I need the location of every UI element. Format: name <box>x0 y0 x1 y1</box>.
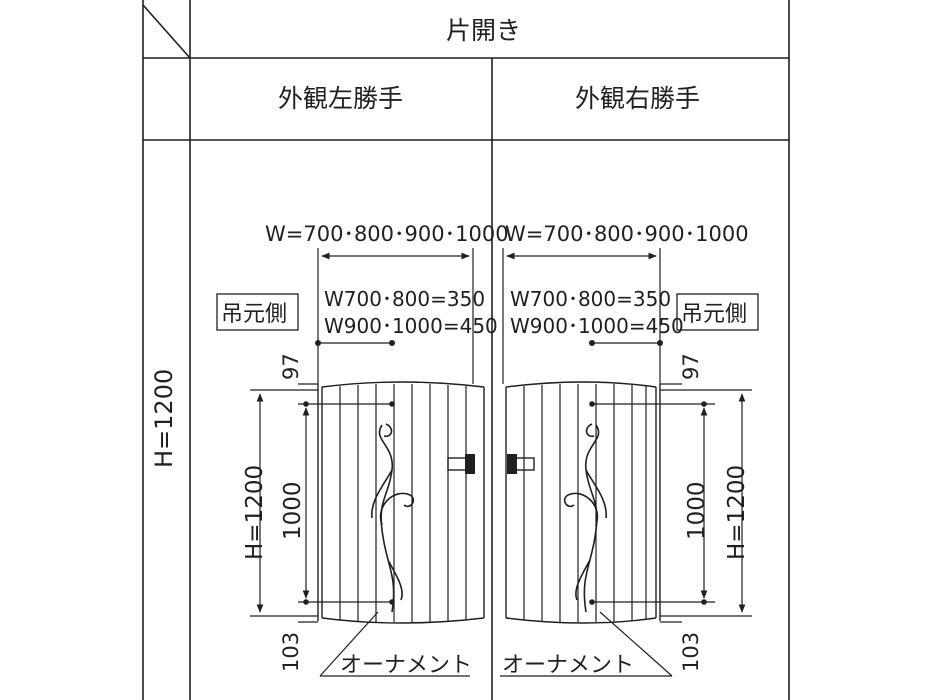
left-bottom-gap-label: 103 <box>279 632 303 672</box>
right-latch-position-line2: W900･1000=450 <box>510 314 684 338</box>
left-hinge-side-label: 吊元側 <box>221 302 287 327</box>
left-latch-position-line1: W700･800=350 <box>324 287 485 311</box>
header-single-swing: 片開き <box>446 16 522 45</box>
left-overall-height-label: H=1200 <box>242 465 268 560</box>
right-ornament-label: オーナメント <box>502 653 634 678</box>
left-inner-height-label: 1000 <box>280 481 306 540</box>
right-bottom-gap-label: 103 <box>679 632 703 672</box>
left-latch-position-line2: W900･1000=450 <box>324 314 498 338</box>
right-inner-height-label: 1000 <box>684 481 710 540</box>
right-top-gap-label: 97 <box>679 353 703 380</box>
corner-diagonal <box>142 4 191 59</box>
right-width-label: W=700･800･900･1000 <box>505 222 749 246</box>
left-top-gap-label: 97 <box>279 353 303 380</box>
right-hinge-side-label: 吊元側 <box>681 302 747 327</box>
column-left-handed: 外観左勝手 <box>278 84 404 113</box>
right-overall-height-label: H=1200 <box>724 465 750 560</box>
left-ornament-label: オーナメント <box>340 653 472 678</box>
left-width-label: W=700･800･900･1000 <box>265 222 509 246</box>
column-right-handed: 外観右勝手 <box>575 84 701 113</box>
right-latch-position-line1: W700･800=350 <box>510 287 671 311</box>
